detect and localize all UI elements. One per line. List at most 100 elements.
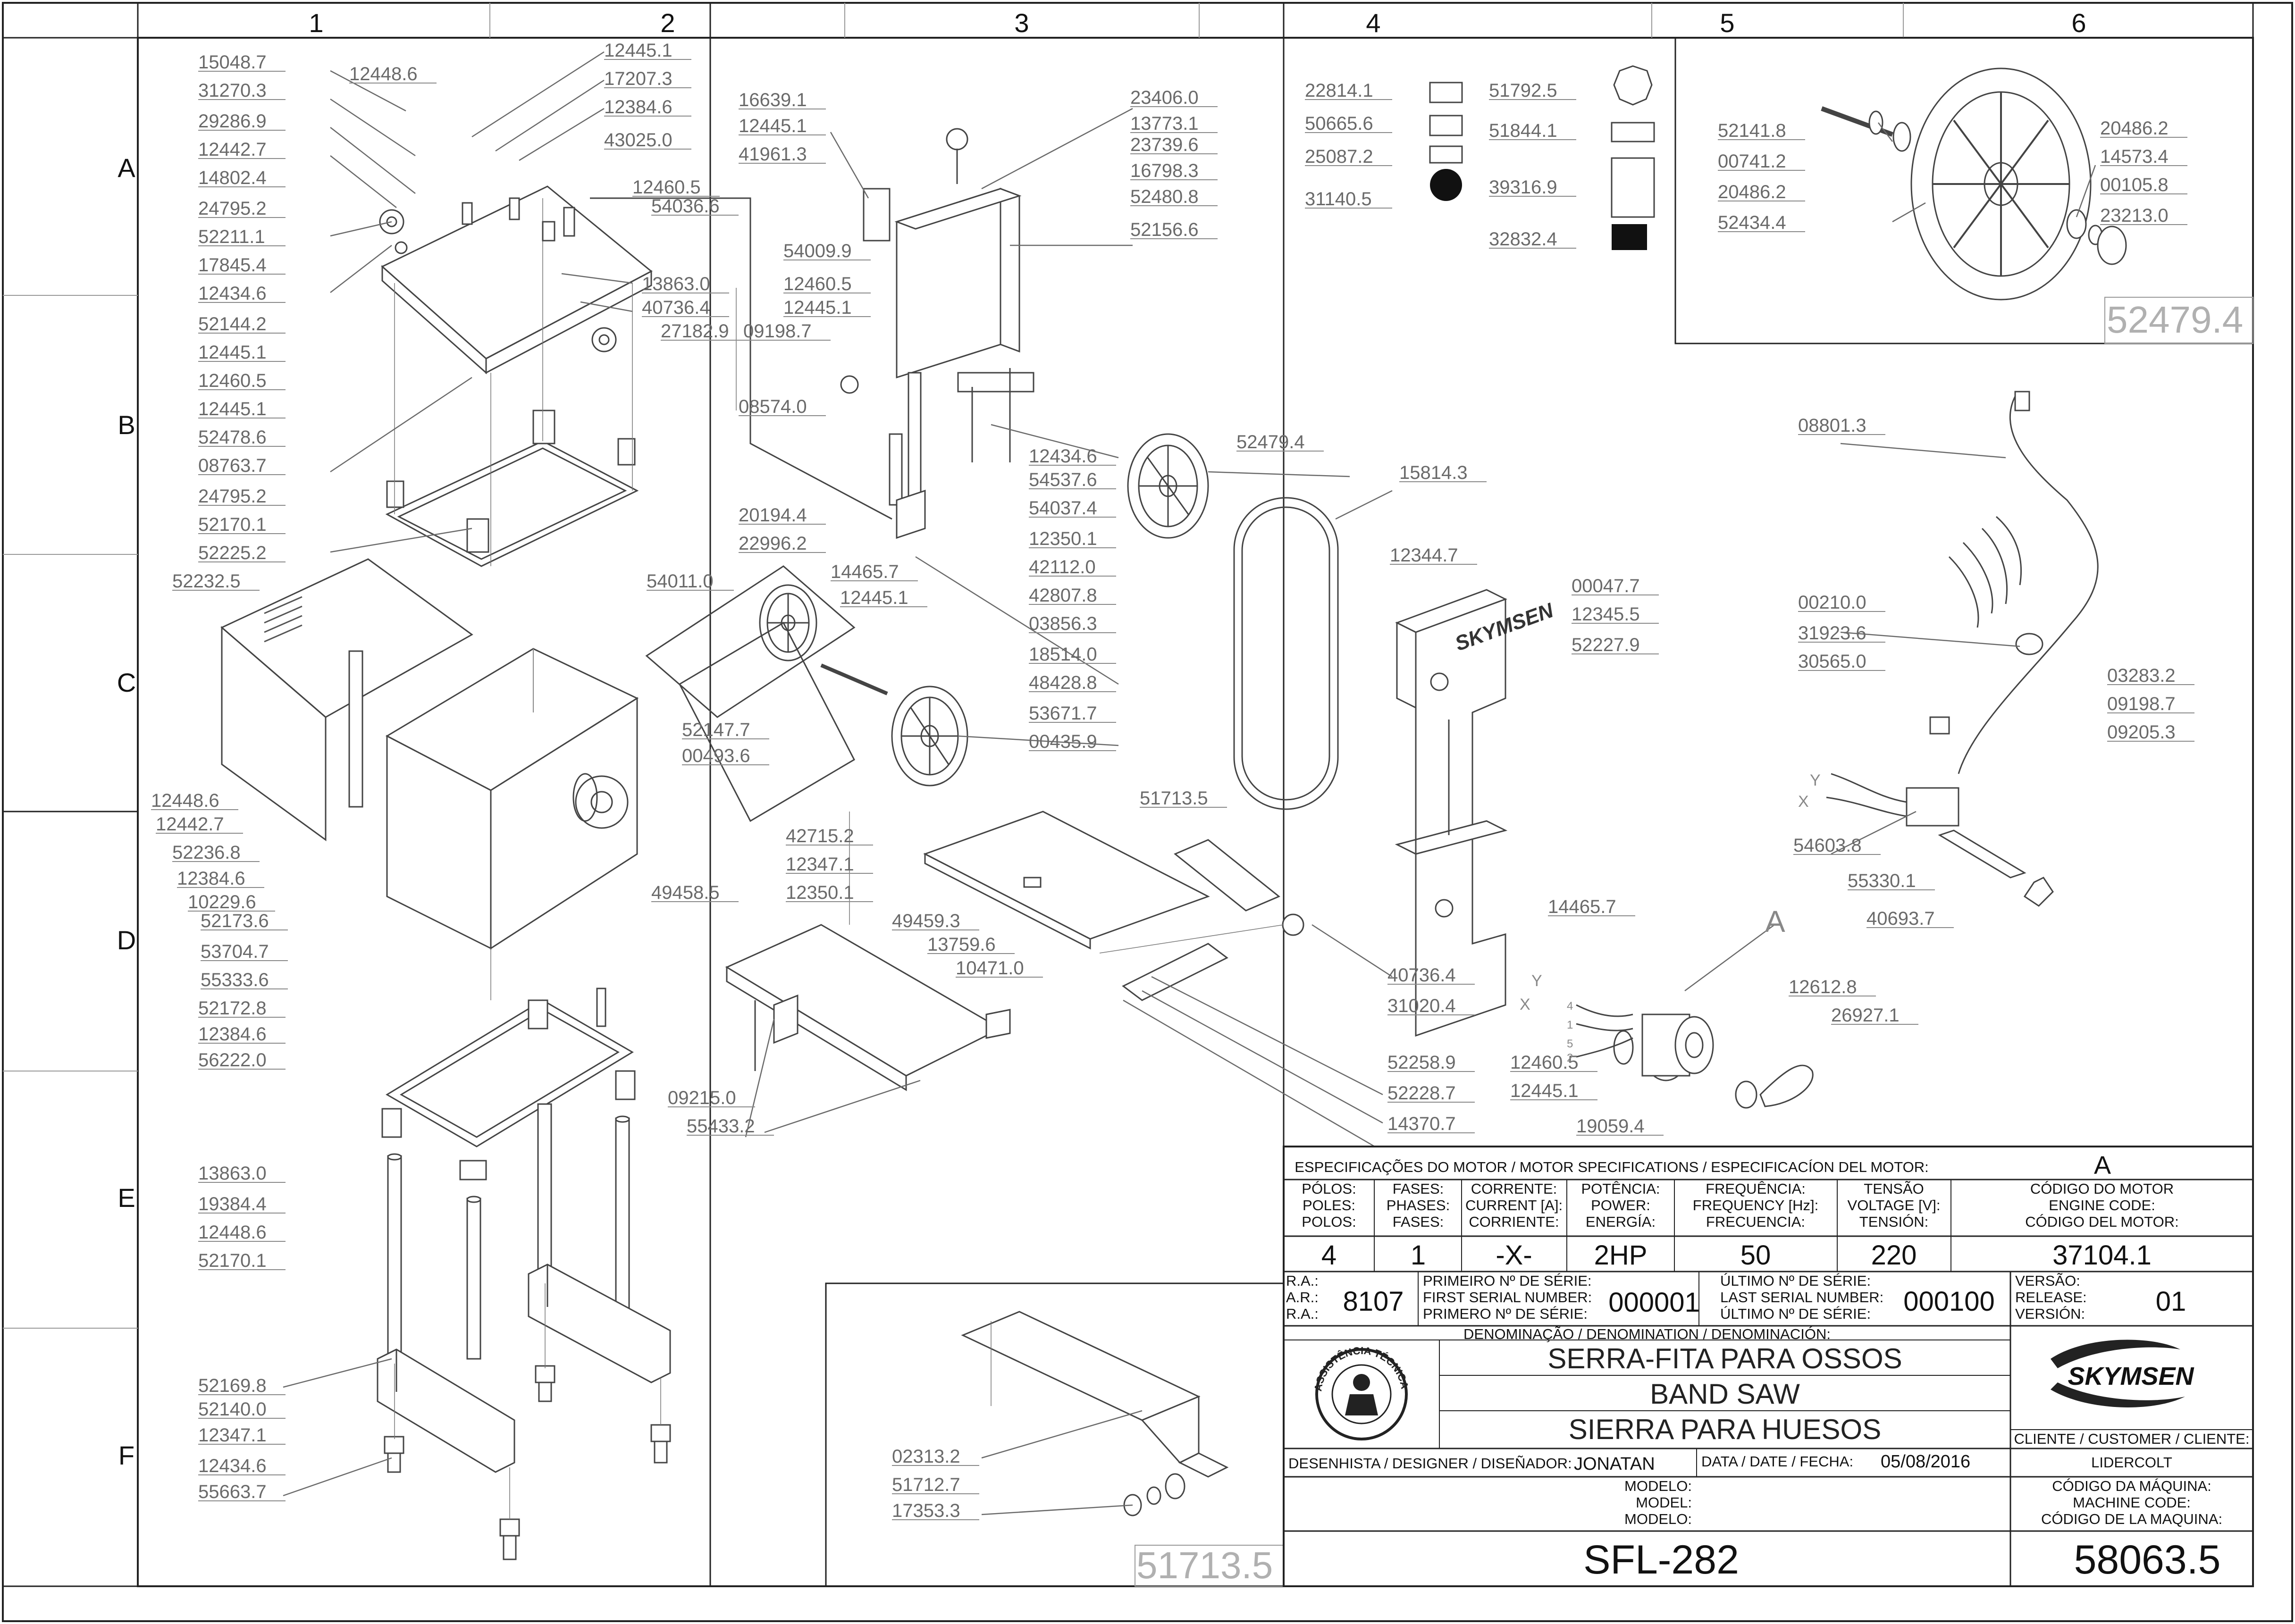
motor-spec-header-h3: CORRIENTE: (1469, 1214, 1559, 1230)
part-number-label: 12445.1 (198, 399, 267, 419)
last-serial-label-1: ÚLTIMO Nº DE SÉRIE: (1720, 1272, 1871, 1289)
client-value: LIDERCOLT (2091, 1454, 2172, 1471)
first-serial-label-3: PRIMERO Nº DE SÉRIE: (1423, 1306, 1588, 1322)
part-number-label: 54009.9 (783, 241, 852, 261)
part-number-label: 52141.8 (1718, 120, 1786, 141)
part-number-label: 54037.4 (1029, 498, 1097, 519)
part-number-label: 16639.1 (739, 90, 807, 110)
motor-spec-header-h3: CÓDIGO DEL MOTOR: (2025, 1214, 2179, 1230)
motor-spec-header-h3: ENERGÍA: (1586, 1214, 1656, 1230)
motor-wire-2: 2 (1567, 1052, 1573, 1064)
motor-wire-4: 4 (1567, 1000, 1573, 1013)
serial-section: R.A.: A.R.: R.A.: 8107 PRIMEIRO Nº DE SÉ… (1286, 1272, 2186, 1322)
part-number-label: 40736.4 (642, 297, 710, 318)
part-number-label: 48428.8 (1029, 672, 1097, 693)
designer-label: DESENHISTA / DESIGNER / DISEÑADOR: (1288, 1455, 1572, 1472)
part-number-label: 20194.4 (739, 505, 807, 526)
tables-and-guides (725, 811, 1304, 1091)
grid-column-5: 5 (1720, 8, 1734, 38)
grid-column-2: 2 (660, 8, 675, 38)
ra-label-1: R.A.: (1286, 1272, 1319, 1289)
grid-column-4: 4 (1366, 8, 1380, 38)
motor-spec-header-h1: POTÊNCIA: (1581, 1180, 1660, 1197)
part-number-label: 12350.1 (1029, 528, 1097, 549)
part-number-label: 27182.9 (661, 321, 729, 342)
version-value: 01 (2156, 1286, 2186, 1317)
part-number-label: 13773.1 (1130, 113, 1199, 134)
part-number-label: 19059.4 (1576, 1116, 1645, 1137)
part-number-label: 52225.2 (198, 543, 267, 563)
part-number-label: 52232.5 (172, 571, 241, 592)
motor-spec-columns: PÓLOS:POLES:POLOS:4FASES:PHASES:FASES:1C… (1302, 1180, 2178, 1271)
part-number-label: 00435.9 (1029, 731, 1097, 752)
part-number-label: 55663.7 (198, 1482, 267, 1502)
part-number-label: 52211.1 (198, 226, 265, 247)
part-number-label: 51844.1 (1489, 120, 1557, 141)
motor-wire-1: 1 (1567, 1019, 1573, 1031)
part-number-label: 52258.9 (1387, 1052, 1456, 1073)
first-serial-label-2: FIRST SERIAL NUMBER: (1423, 1289, 1592, 1306)
part-number-label: 52170.1 (198, 514, 267, 535)
part-number-label: 54011.0 (647, 571, 714, 592)
part-number-label: 22996.2 (739, 533, 807, 554)
electrical-components (1826, 391, 2099, 907)
part-number-label: 10229.6 (188, 892, 256, 912)
part-number-label: 12445.1 (739, 116, 807, 136)
grid-column-3: 3 (1014, 8, 1029, 38)
motor-spec-header-h1: CORRENTE: (1471, 1180, 1557, 1197)
designer-section: DESENHISTA / DESIGNER / DISEÑADOR: JONAT… (1288, 1452, 1970, 1474)
part-number-label: 10471.0 (956, 958, 1024, 979)
part-number-label: 12442.7 (198, 139, 267, 160)
part-number-label: 00047.7 (1572, 576, 1640, 596)
part-number-label: 23213.0 (2100, 205, 2169, 226)
part-number-label: 22814.1 (1305, 80, 1373, 101)
client-label: CLIENTE / CUSTOMER / CLIENTE: (2014, 1431, 2250, 1447)
motor-assembly (1576, 924, 1814, 1109)
part-number-label: 17207.3 (604, 68, 673, 89)
machine-code-value: 58063.5 (2074, 1537, 2221, 1582)
last-serial-value: 000100 (1903, 1286, 1995, 1317)
part-number-label: 12460.5 (632, 177, 701, 198)
part-number-label: 52480.8 (1130, 186, 1199, 207)
part-number-label: 24795.2 (198, 486, 267, 507)
part-number-label: 20486.2 (1718, 182, 1786, 202)
part-number-label: 14573.4 (2100, 146, 2169, 167)
motor-spec-value: 220 (1871, 1240, 1917, 1271)
labels-and-decals (1429, 65, 1655, 250)
part-number-label: 14465.7 (1548, 896, 1616, 917)
wheel-detail-drawing (1821, 67, 2127, 301)
part-number-label: 51712.7 (892, 1474, 960, 1495)
part-number-label: 12347.1 (786, 854, 854, 875)
motor-spec-header-h2: PHASES: (1387, 1197, 1450, 1214)
part-number-label: 49458.5 (651, 882, 720, 903)
grid-row-f: F (118, 1440, 135, 1470)
part-number-label: 53671.7 (1029, 703, 1097, 724)
part-number-label: 12445.1 (1510, 1080, 1579, 1101)
part-number-label: 03856.3 (1029, 613, 1097, 634)
motor-spec-header-h1: PÓLOS: (1302, 1180, 1356, 1197)
part-number-label: 24795.2 (198, 198, 267, 219)
part-number-label: 52236.8 (172, 842, 241, 863)
product-name-pt: SERRA-FITA PARA OSSOS (1547, 1343, 1902, 1374)
part-number-label: 31923.6 (1798, 623, 1866, 644)
designer-value: JONATAN (1574, 1454, 1655, 1474)
motor-spec-value: 1 (1411, 1240, 1426, 1271)
part-number-label: 12344.7 (1390, 545, 1458, 566)
motor-spec-header-h2: POWER: (1591, 1197, 1650, 1214)
motor-spec-header-h2: FREQUENCY [Hz]: (1693, 1197, 1818, 1214)
part-number-label: 12442.7 (156, 814, 224, 835)
part-number-label: 12445.1 (840, 587, 908, 608)
model-label-2: MODEL: (1636, 1494, 1692, 1511)
part-number-label: 08763.7 (198, 455, 267, 476)
part-number-label: 19384.4 (198, 1194, 267, 1214)
version-label-3: VERSIÓN: (2015, 1306, 2085, 1322)
part-number-label: 52172.8 (198, 998, 267, 1019)
part-number-labels: 15048.712448.631270.329286.912442.714802… (151, 40, 2194, 1521)
part-number-label: 12347.1 (198, 1425, 267, 1446)
part-number-label: 16798.3 (1130, 160, 1199, 181)
part-number-label: 14465.7 (831, 561, 899, 582)
part-number-label: 09205.3 (2107, 722, 2176, 743)
part-number-label: 55333.6 (201, 970, 269, 990)
part-number-label: 54537.6 (1029, 469, 1097, 490)
